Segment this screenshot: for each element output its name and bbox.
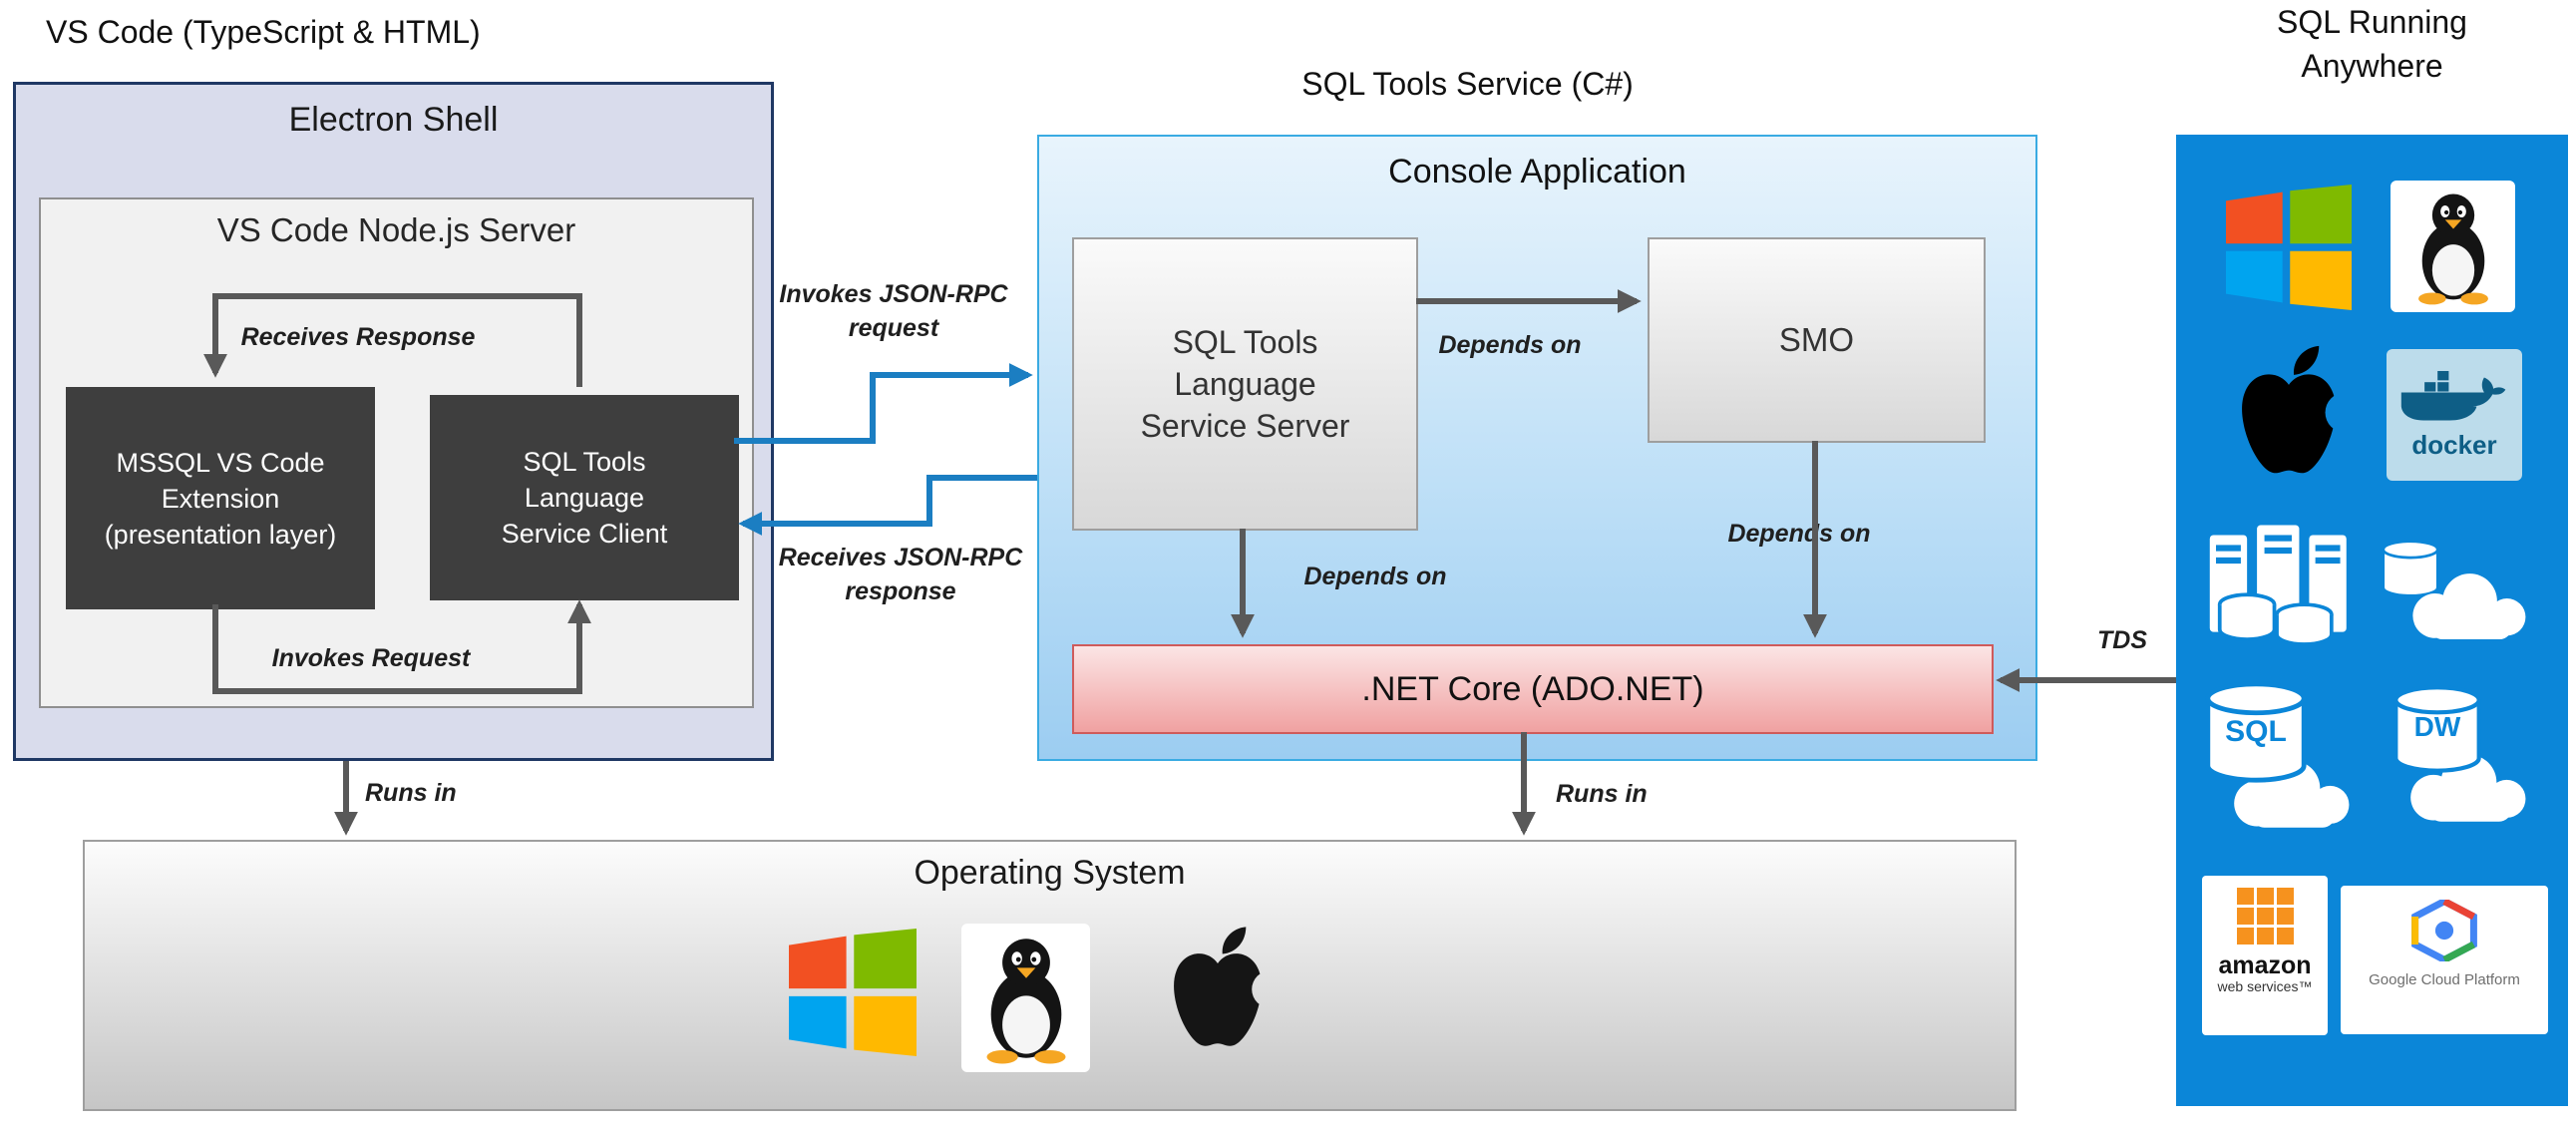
gcp-name-label: Google Cloud Platform xyxy=(2369,971,2520,988)
gcp-hexagon-icon xyxy=(2411,900,2477,961)
arrow-receives-jsonrpc xyxy=(738,475,1037,536)
windows-icon xyxy=(2226,185,2352,315)
console-application-box: Console Application SQL Tools Language S… xyxy=(1037,135,2037,761)
aws-name-label: amazon xyxy=(2218,951,2312,979)
sql-anywhere-title-line2: Anywhere xyxy=(2301,48,2443,84)
depends-on-label-smo: Depends on xyxy=(1438,331,1582,359)
sql-database-cloud-icon: SQL xyxy=(2194,679,2371,826)
runs-in-label-electron: Runs in xyxy=(365,779,457,807)
electron-shell-box: Electron Shell VS Code Node.js Server MS… xyxy=(13,82,774,761)
mssql-extension-box: MSSQL VS Code Extension (presentation la… xyxy=(66,387,375,609)
tds-label: TDS xyxy=(2097,626,2147,654)
cloud-database-icon xyxy=(2376,535,2548,645)
docker-icon: docker xyxy=(2387,349,2522,481)
vscode-section-title: VS Code (TypeScript & HTML) xyxy=(46,14,481,50)
receives-jsonrpc-label: Receives JSON-RPC response xyxy=(778,544,1023,605)
sqltools-service-client-box: SQL Tools Language Service Client xyxy=(430,395,739,600)
dw-db-label: DW xyxy=(2413,711,2461,742)
sql-db-label: SQL xyxy=(2225,715,2287,748)
console-application-title: Console Application xyxy=(1388,153,1686,190)
sqltools-section-title: SQL Tools Service (C#) xyxy=(1301,66,1634,102)
invokes-jsonrpc-label: Invokes JSON-RPC request xyxy=(779,280,1008,342)
netcore-box: .NET Core (ADO.NET) xyxy=(1072,644,1994,734)
dw-database-cloud-icon: DW xyxy=(2376,679,2548,826)
vscode-node-server-box: VS Code Node.js Server MSSQL VS Code Ext… xyxy=(39,197,754,708)
invokes-request-label: Invokes Request xyxy=(271,644,471,672)
sql-running-anywhere-panel: docker SQL DW amazon web services™ xyxy=(2176,135,2568,1106)
vscode-node-server-title: VS Code Node.js Server xyxy=(216,211,576,248)
electron-shell-title: Electron Shell xyxy=(288,101,499,139)
gcp-logo: Google Cloud Platform xyxy=(2341,886,2548,1034)
runs-in-label-netcore: Runs in xyxy=(1556,780,1648,808)
apple-icon xyxy=(1159,919,1277,1078)
receives-response-label: Receives Response xyxy=(240,323,476,351)
linux-tux-icon xyxy=(961,924,1090,1072)
sql-anywhere-title-line1: SQL Running xyxy=(2277,4,2467,40)
smo-box: SMO xyxy=(1648,237,1986,443)
depends-on-label-server-netcore: Depends on xyxy=(1303,563,1447,590)
linux-tux-icon xyxy=(2391,181,2515,312)
depends-on-label-smo-netcore: Depends on xyxy=(1727,520,1871,548)
operating-system-box: Operating System xyxy=(83,840,2017,1111)
sqltools-service-server-box: SQL Tools Language Service Server xyxy=(1072,237,1418,531)
windows-icon xyxy=(789,929,917,1056)
arrow-invokes-jsonrpc xyxy=(734,363,1033,444)
aws-sub-label: web services™ xyxy=(2217,978,2313,994)
sql-anywhere-section-title: SQL Running Anywhere xyxy=(2176,0,2568,88)
operating-system-title: Operating System xyxy=(914,854,1186,892)
aws-cubes-icon xyxy=(2236,888,2294,945)
apple-icon xyxy=(2226,337,2352,487)
aws-logo: amazon web services™ xyxy=(2202,876,2328,1035)
server-stack-icon xyxy=(2202,523,2367,659)
docker-label: docker xyxy=(2411,429,2497,460)
